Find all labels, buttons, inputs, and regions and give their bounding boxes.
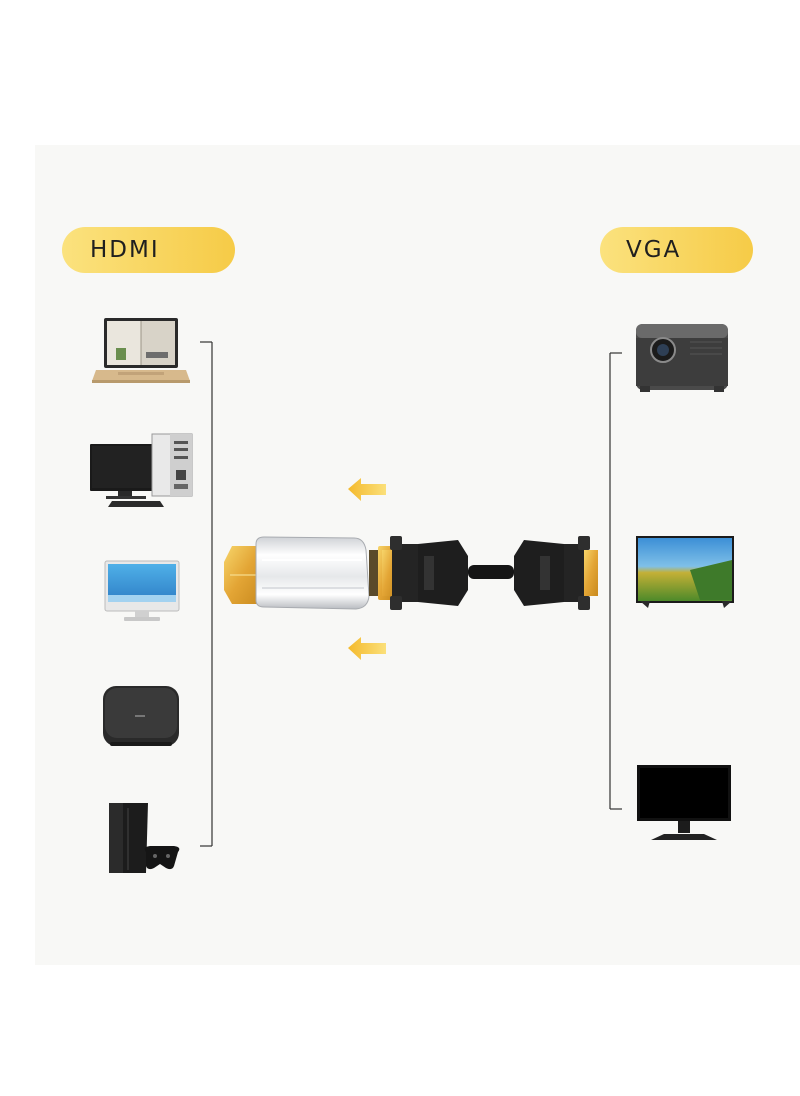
hdmi-label: HDMI (62, 227, 235, 273)
hdmi-label-text: HDMI (90, 237, 160, 263)
vga-bracket (609, 352, 622, 810)
hdmi-to-vga-adapter (224, 536, 394, 610)
tv-icon (636, 536, 734, 608)
vga-label: VGA (600, 227, 753, 273)
laptop-icon (92, 318, 190, 383)
arrow-left-icon (348, 637, 386, 660)
projector-icon (636, 324, 728, 392)
vga-label-text: VGA (626, 237, 682, 263)
tv-box-icon (103, 686, 179, 746)
game-console-icon (109, 803, 180, 873)
monitor-icon (104, 560, 180, 621)
monitor-icon (637, 765, 731, 840)
desktop-pc-icon (90, 433, 193, 507)
arrow-left-icon (348, 478, 386, 501)
vga-cable-icon (382, 536, 598, 610)
hdmi-bracket (200, 341, 213, 847)
